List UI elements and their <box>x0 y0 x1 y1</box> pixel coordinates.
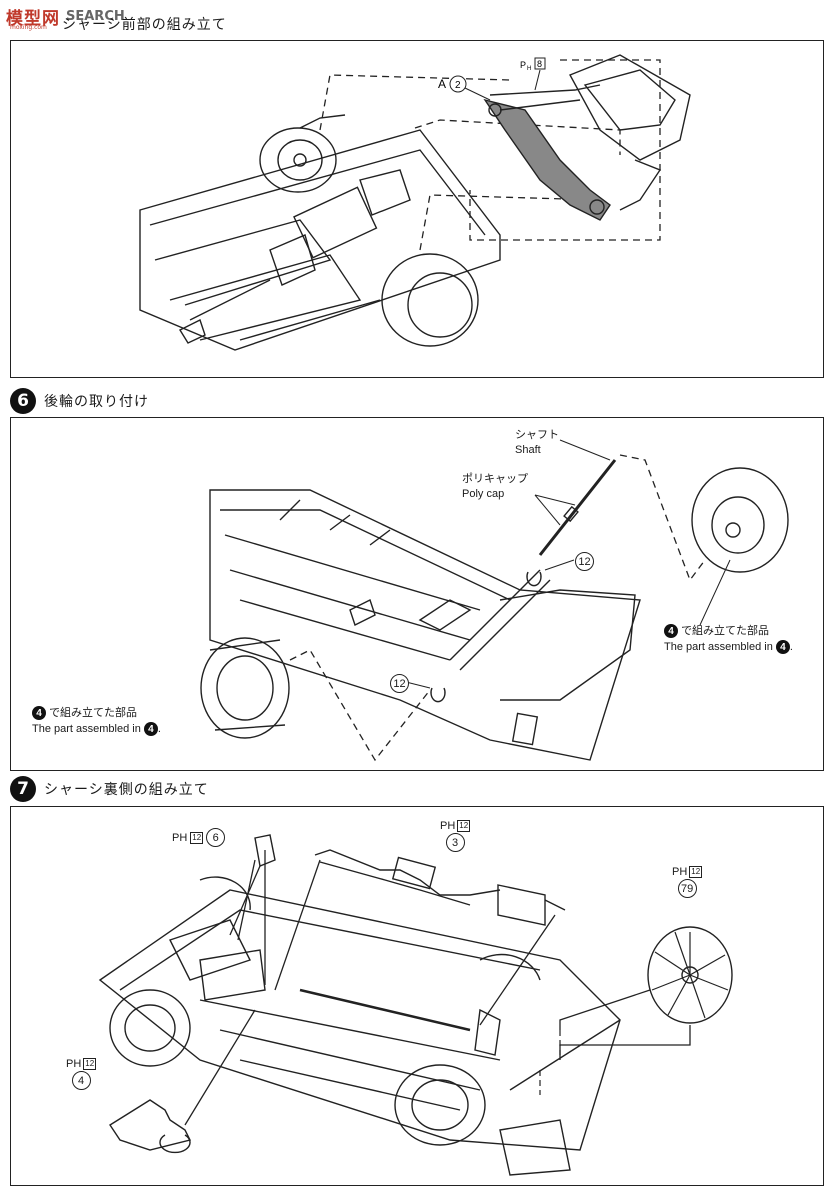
svg-text:P: P <box>520 60 526 70</box>
part-ph12-4: PH 12 4 <box>66 1058 97 1090</box>
assembled-note-right: 4 で組み立てた部品 <box>664 624 769 639</box>
assembled-note-left: 4 で組み立てた部品 <box>32 706 137 721</box>
ph-box: 12 <box>83 1058 97 1070</box>
section6-step-num: 6 <box>10 388 36 414</box>
section7-step-num: 7 <box>10 776 36 802</box>
part-12-top: 12 <box>575 552 594 571</box>
label-a: A <box>438 77 446 91</box>
svg-text:8: 8 <box>537 59 542 69</box>
part-number: 6 <box>206 828 226 847</box>
section7-panel <box>10 806 824 1186</box>
ph-code: PH <box>440 820 456 832</box>
polycap-label-jp: ポリキャップ <box>462 473 528 485</box>
assembled-en-left: The part assembled in <box>32 723 141 735</box>
part-ph12-6: PH 12 6 <box>172 828 226 847</box>
polycap-label-en: Poly cap <box>462 488 505 500</box>
watermark-site: moxing.com <box>10 24 47 31</box>
ph-code: PH <box>672 866 688 878</box>
ref-4-icon: 4 <box>775 640 790 655</box>
part-number: 3 <box>445 833 465 852</box>
watermark-search: SEARCH <box>66 9 125 24</box>
assembled-jp-left: で組み立てた部品 <box>49 707 138 719</box>
ph-code: PH <box>172 831 188 844</box>
section6-title: 後輪の取り付け <box>44 394 149 410</box>
assembled-jp-right: で組み立てた部品 <box>681 625 770 637</box>
ph-code: PH <box>66 1058 82 1070</box>
part-ph12-79: PH 12 79 <box>672 866 703 898</box>
ph-box: 12 <box>190 831 204 844</box>
svg-text:H: H <box>527 66 531 72</box>
ph-box: 12 <box>689 866 703 878</box>
shaft-label-jp: シャフト <box>515 429 559 441</box>
svg-text:2: 2 <box>455 80 461 91</box>
watermark: 模型网 SEARCH moxing.com <box>6 4 125 31</box>
ph-box: 12 <box>457 820 471 832</box>
ref-4-icon: 4 <box>32 706 46 721</box>
part-12-bottom: 12 <box>390 674 409 693</box>
section7-header: 7 シャーシ裏側の組み立て <box>10 776 209 802</box>
watermark-logo: 模型网 <box>6 9 60 29</box>
section6-header: 6 後輪の取り付け <box>10 388 149 414</box>
part-ph12-3: PH 12 3 <box>440 820 471 852</box>
section7-title: シャーシ裏側の組み立て <box>44 782 209 798</box>
assembled-note-right-en: The part assembled in 4. <box>664 640 793 655</box>
ref-4-icon: 4 <box>664 624 678 639</box>
part-number: 79 <box>677 879 697 898</box>
section5-title: シャーシ前部の組み立て <box>62 17 227 33</box>
ref-4-icon: 4 <box>143 722 158 737</box>
section6-panel <box>10 417 824 771</box>
shaft-label-en: Shaft <box>515 444 541 456</box>
part-number: 4 <box>71 1071 91 1090</box>
assembled-note-left-en: The part assembled in 4. <box>32 722 161 737</box>
assembled-en-right: The part assembled in <box>664 641 773 653</box>
